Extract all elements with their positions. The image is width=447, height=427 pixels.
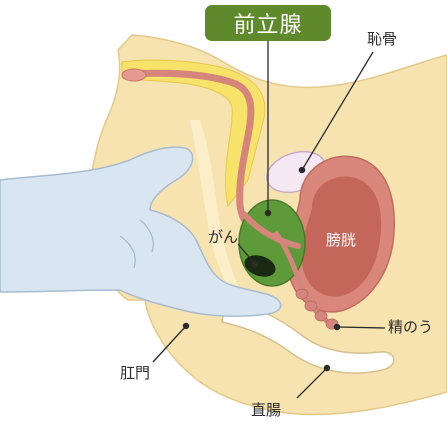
urethra-tip <box>122 69 146 81</box>
label-pubic-bone: 恥骨 <box>367 32 397 47</box>
label-rectum: 直腸 <box>251 403 281 418</box>
label-bladder: 膀胱 <box>326 233 356 248</box>
label-anus: 肛門 <box>120 366 150 381</box>
title-prostate: 前立腺 <box>205 5 331 41</box>
label-cancer: がん <box>208 230 238 245</box>
title-text: 前立腺 <box>233 7 302 39</box>
label-seminal-vesicle: 精のう <box>388 320 433 335</box>
